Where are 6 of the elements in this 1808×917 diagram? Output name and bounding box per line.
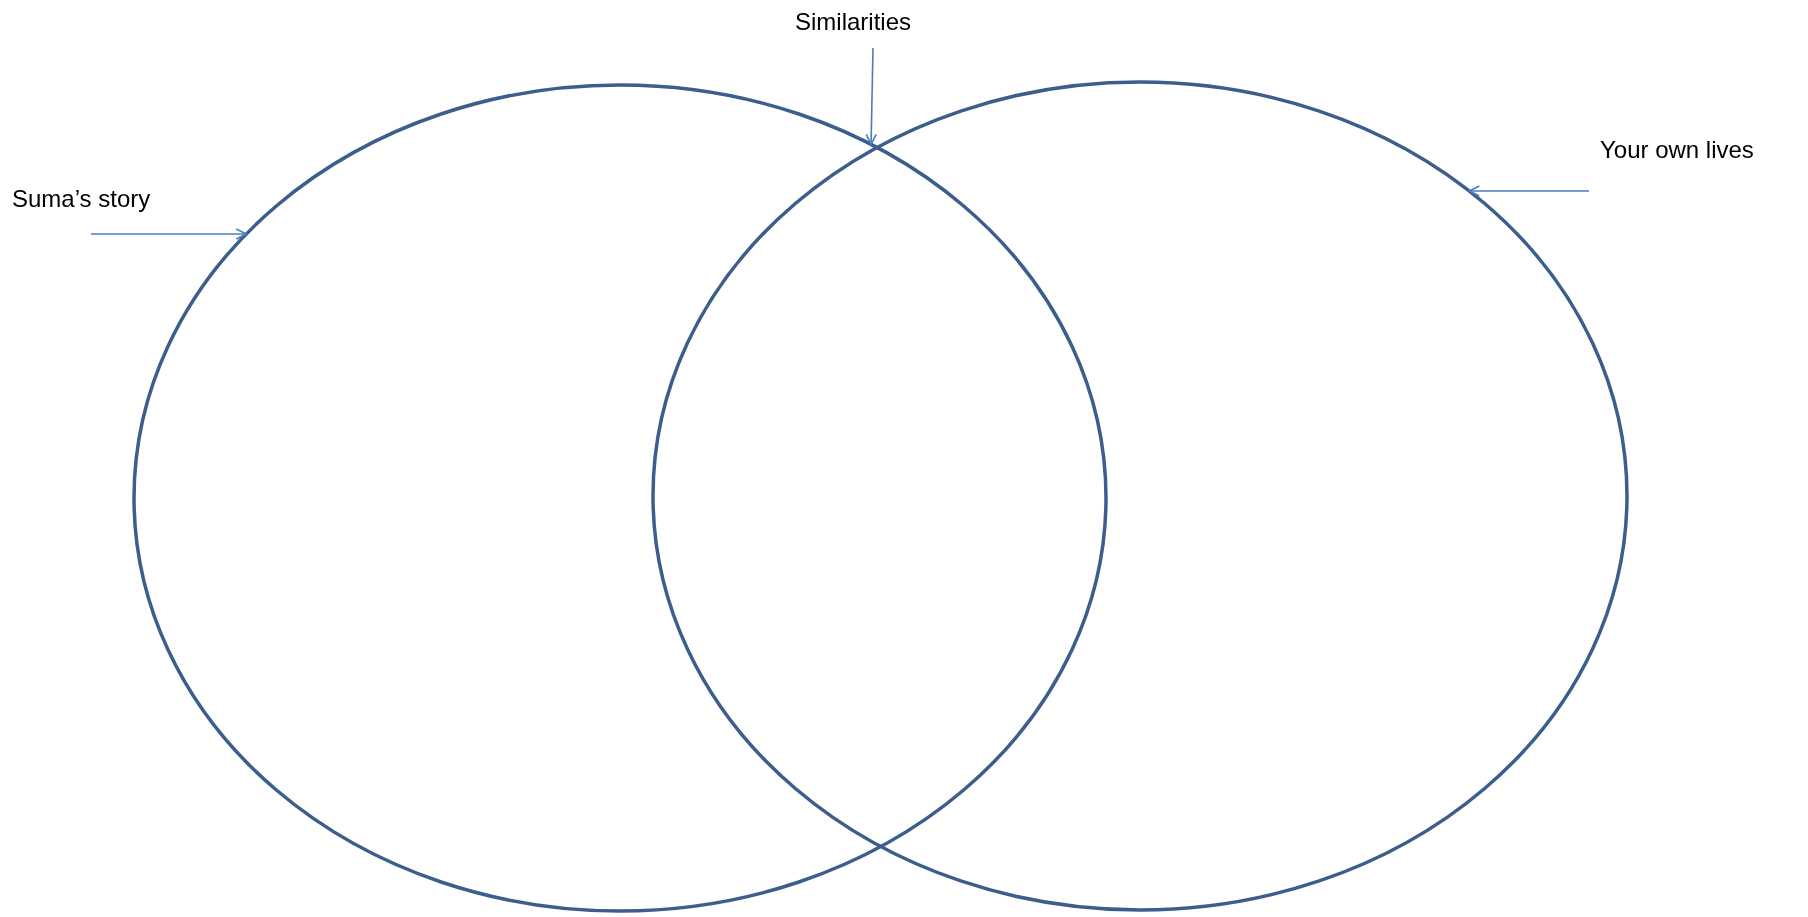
text-label: Suma’s story	[12, 185, 151, 213]
text-label: Your own lives	[1600, 136, 1754, 164]
text-label: Similarities	[795, 8, 911, 36]
arrow	[865, 47, 878, 146]
arrow	[1468, 185, 1590, 197]
arrow	[90, 228, 248, 240]
